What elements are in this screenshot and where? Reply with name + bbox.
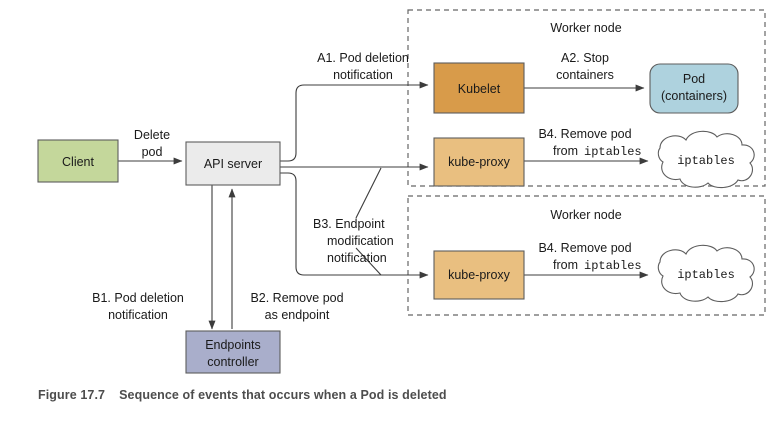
edge-label-a1-line2: notification [333,68,393,82]
figure-caption-number: Figure 17.7 [38,388,106,402]
node-client-label: Client [62,155,94,169]
edge-label-b2-line1: B2. Remove pod [250,291,343,305]
figure-caption: Figure 17.7 Sequence of events that occur… [38,388,738,402]
edge-label-b1-line2: notification [108,308,168,322]
node-endpoints-controller-label-line1: Endpoints [205,338,261,352]
edge-label-b4-bottom-line2-prefix: from [553,258,578,272]
node-endpoints-controller-label-line2: controller [207,355,258,369]
edge-label-b4-bottom-line1: B4. Remove pod [538,241,631,255]
worker-node-1-frame [407,9,766,187]
edge-label-b3-line3: notification [327,251,387,265]
worker-node-1-label: Worker node [550,21,621,35]
node-iptables-1[interactable]: iptables [657,130,755,189]
node-kubelet-label: Kubelet [458,82,501,96]
edge-api-server-to-kubelet [280,81,429,162]
b3-leader-line-lower [355,247,382,276]
edge-label-a2-line2: containers [556,68,614,82]
edge-label-b4-top-line2-mono: iptables [584,145,642,159]
node-kube-proxy-1[interactable] [433,137,525,187]
edge-label-a2-line1: A2. Stop [561,51,609,65]
b3-leader-line-upper [355,167,382,219]
node-iptables-1-label: iptables [677,154,735,168]
edge-label-b3-line2: modification [327,234,394,248]
edge-label-b4-top-line2-prefix: from [553,144,578,158]
node-kube-proxy-2[interactable] [433,250,525,300]
node-pod-label-line2: (containers) [661,89,727,103]
edge-api-server-to-kube-proxy-2 [280,172,429,279]
node-client[interactable] [37,139,119,183]
node-iptables-2-label: iptables [677,268,735,282]
edge-label-b1-line1: B1. Pod deletion [92,291,184,305]
edge-label-b4-bottom-line2-mono: iptables [584,259,642,273]
node-api-server-label: API server [204,157,262,171]
edge-label-delete-pod-line2: pod [142,145,163,159]
figure-caption-title: Sequence of events that occurs when a Po… [119,388,447,402]
edge-label-delete-pod-line1: Delete [134,128,170,142]
worker-node-2-label: Worker node [550,208,621,222]
node-kube-proxy-2-label: kube-proxy [448,268,511,282]
edge-label-b2-line2: as endpoint [265,308,330,322]
edge-label-a1-line1: A1. Pod deletion [317,51,409,65]
edge-label-b3-line1: B3. Endpoint [313,217,385,231]
node-kube-proxy-1-label: kube-proxy [448,155,511,169]
node-pod-label-line1: Pod [683,72,705,86]
node-iptables-2[interactable]: iptables [657,244,755,303]
node-pod[interactable] [649,63,739,114]
node-kubelet[interactable] [433,62,525,114]
node-api-server[interactable] [185,141,281,186]
edge-label-b4-top-line1: B4. Remove pod [538,127,631,141]
worker-node-2-frame [407,195,766,316]
node-endpoints-controller[interactable] [185,330,281,374]
